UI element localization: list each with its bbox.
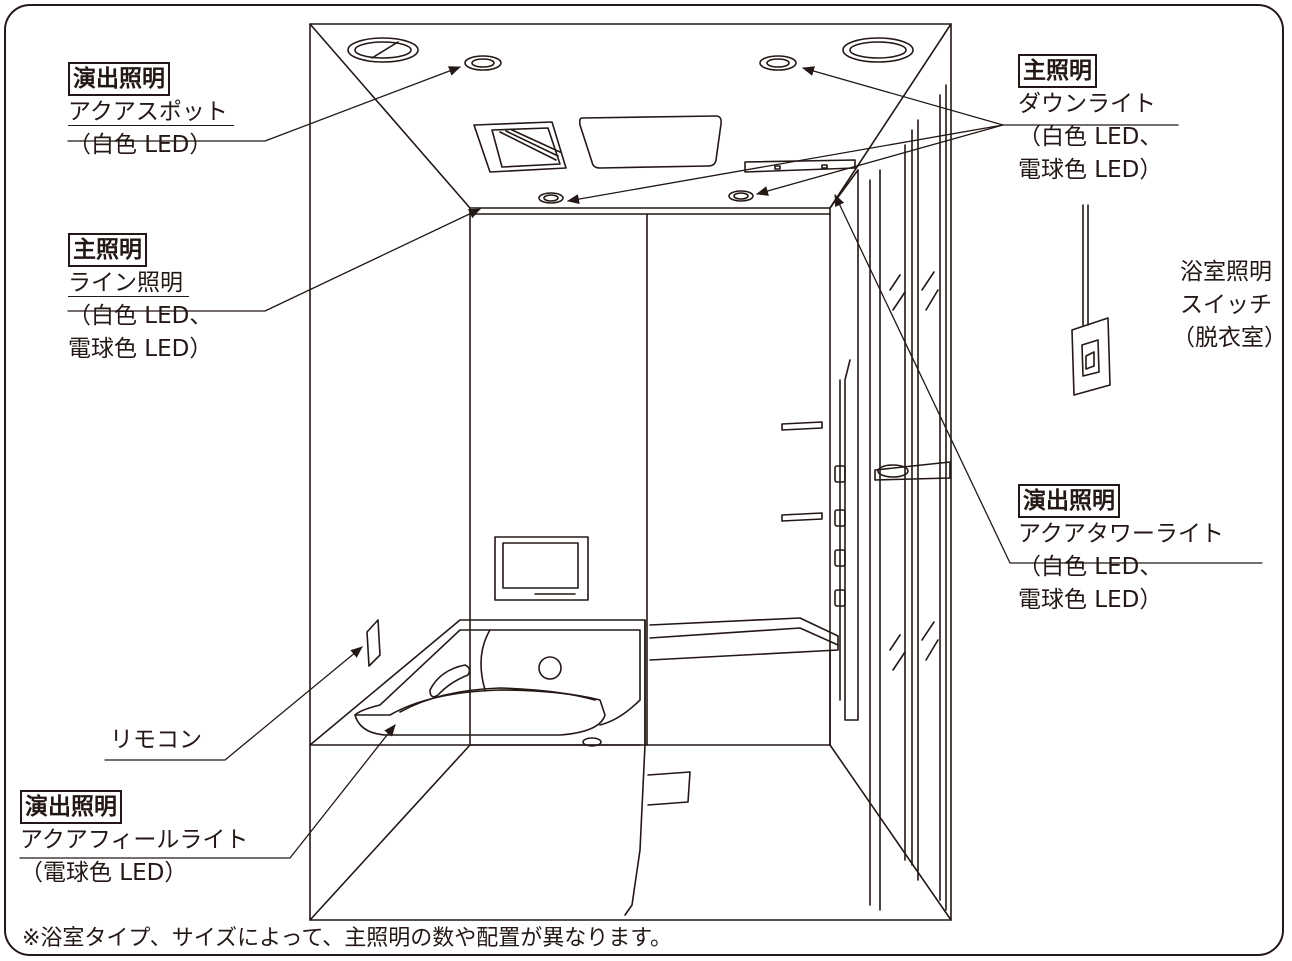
aqua-spot-detail: （白色 LED）	[68, 132, 213, 158]
aqua-feel-name: アクアフィールライト	[20, 827, 249, 853]
label-switch: 浴室照明 スイッチ （脱衣室）	[1172, 256, 1287, 355]
ceiling-fixtures	[347, 37, 914, 204]
aqua-tower-detail-2: 電球色 LED）	[1018, 587, 1163, 613]
aqua-tower-tag: 演出照明	[1018, 484, 1120, 518]
aqua-tower-detail-1: （白色 LED、	[1018, 554, 1163, 580]
label-line-light: 主照明 ライン照明 （白色 LED、 電球色 LED）	[68, 233, 212, 366]
room-outline	[309, 23, 952, 921]
label-aqua-tower: 演出照明 アクアタワーライト （白色 LED、 電球色 LED）	[1018, 484, 1224, 617]
wall-switch	[1071, 204, 1111, 396]
footnote: ※浴室タイプ、サイズによって、主照明の数や配置が異なります。	[22, 926, 673, 951]
aqua-feel-tag: 演出照明	[20, 790, 122, 824]
label-aqua-spot: 演出照明 アクアスポット （白色 LED）	[68, 62, 234, 162]
label-remote: リモコン	[110, 724, 202, 757]
remote-unit	[366, 619, 381, 667]
line-light-tag: 主照明	[68, 233, 147, 267]
label-aqua-feel: 演出照明 アクアフィールライト （電球色 LED）	[20, 790, 248, 890]
downlight-detail-2: 電球色 LED）	[1018, 157, 1163, 183]
door-panels	[844, 84, 951, 911]
line-light-name: ライン照明	[68, 270, 189, 297]
remote-name: リモコン	[110, 727, 202, 753]
switch-line-3: （脱衣室）	[1172, 325, 1287, 351]
downlight-detail-1: （白色 LED、	[1018, 124, 1163, 150]
line-light-detail-1: （白色 LED、	[68, 303, 213, 329]
bathtub	[309, 619, 646, 916]
label-downlight: 主照明 ダウンライト （白色 LED、 電球色 LED）	[1018, 54, 1162, 187]
line-light-detail-2: 電球色 LED）	[68, 336, 213, 362]
shower-area	[647, 379, 846, 806]
leader-lines	[19, 66, 1263, 859]
bath-tv	[494, 536, 589, 601]
switch-line-1: 浴室照明	[1180, 259, 1272, 285]
diagram-frame	[4, 4, 1284, 956]
aqua-feel-detail: （電球色 LED）	[20, 860, 188, 886]
aqua-spot-name: アクアスポット	[68, 99, 234, 126]
downlight-tag: 主照明	[1018, 54, 1097, 88]
downlight-name: ダウンライト	[1018, 91, 1156, 117]
aqua-spot-tag: 演出照明	[68, 62, 170, 96]
aqua-tower-name: アクアタワーライト	[1018, 521, 1224, 547]
switch-line-2: スイッチ	[1180, 292, 1272, 318]
